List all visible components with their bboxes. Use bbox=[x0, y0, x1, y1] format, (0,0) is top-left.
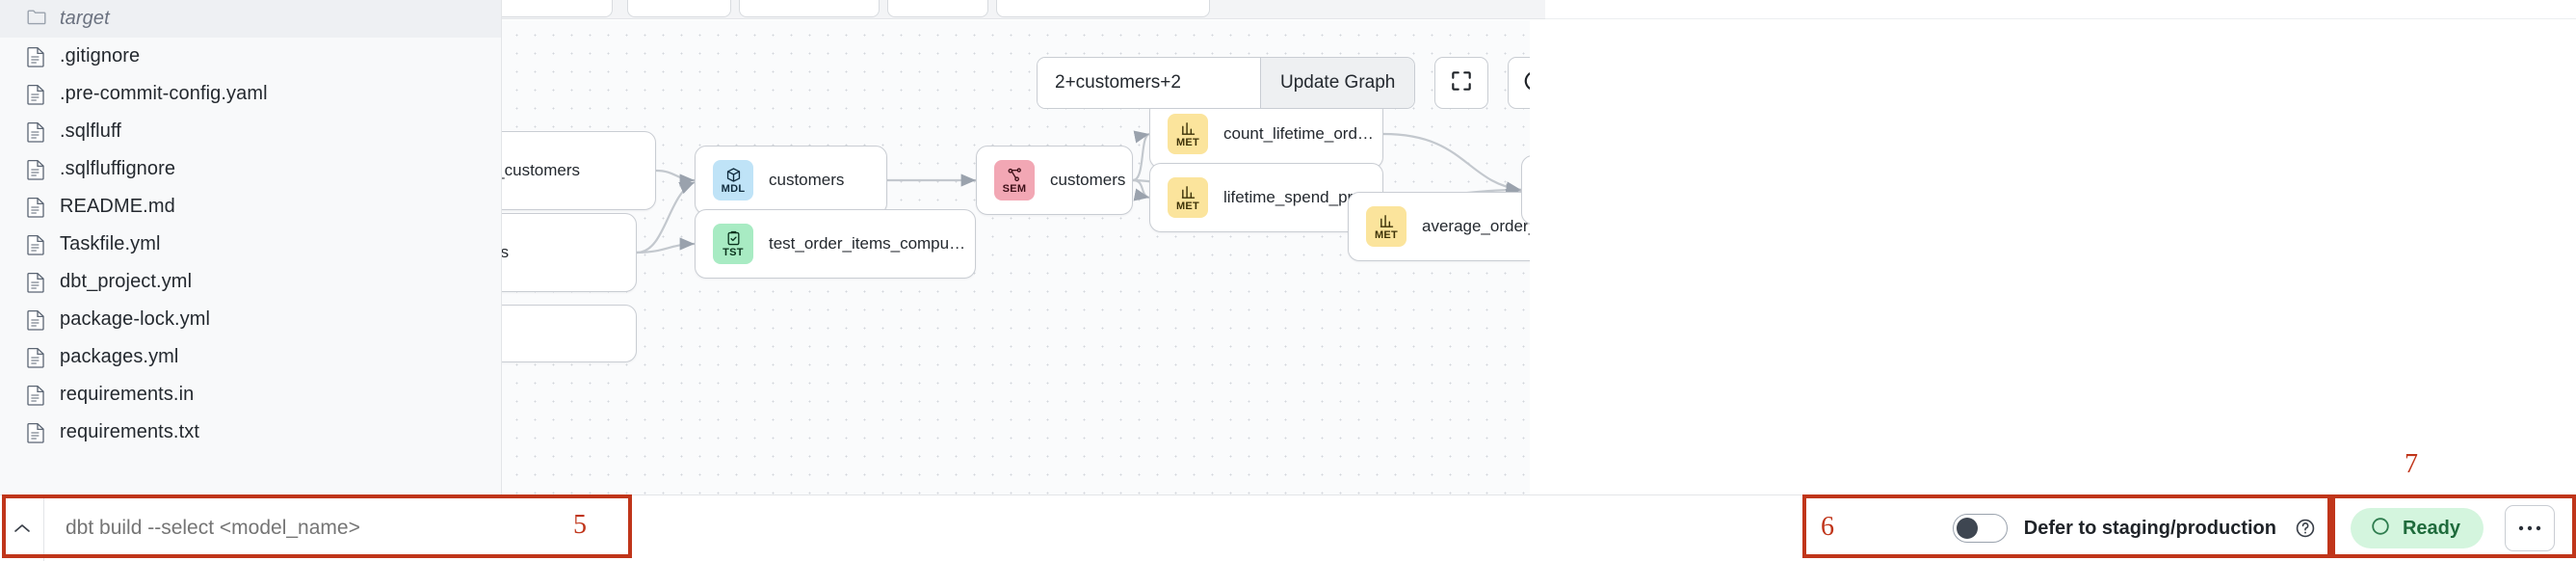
node-kind-label: MET bbox=[1175, 200, 1200, 212]
file-icon bbox=[27, 272, 46, 293]
editor-tab[interactable] bbox=[502, 0, 613, 17]
file-row[interactable]: README.md bbox=[0, 188, 501, 226]
graph-node-label: count_lifetime_orders bbox=[1223, 124, 1377, 143]
graph-node[interactable]: TST test_order_items_compute_to_bools… bbox=[695, 209, 976, 279]
file-label: requirements.in bbox=[60, 384, 195, 405]
graph-node[interactable]: MET average_order_value bbox=[1348, 192, 1530, 261]
graph-node[interactable]: MET count_lifetime_orders bbox=[1149, 99, 1383, 169]
editor-tab[interactable] bbox=[887, 0, 988, 17]
file-label: dbt_project.yml bbox=[60, 271, 193, 292]
graph-node[interactable]: tg_customers bbox=[502, 131, 656, 210]
toggle-knob bbox=[1956, 518, 1978, 539]
editor-tab[interactable] bbox=[996, 0, 1210, 17]
graph-node[interactable]: orders bbox=[502, 213, 637, 292]
graph-node[interactable]: SEM customers bbox=[976, 146, 1133, 215]
folder-icon bbox=[27, 9, 46, 30]
defer-toggle-group: Defer to staging/production bbox=[1952, 514, 2329, 543]
fit-to-screen-button[interactable] bbox=[1434, 57, 1489, 109]
file-icon bbox=[27, 159, 46, 180]
file-label: README.md bbox=[60, 196, 175, 217]
node-kind-label: SEM bbox=[1002, 182, 1027, 195]
file-icon bbox=[27, 234, 46, 255]
graph-node[interactable]: MDL customers bbox=[695, 146, 887, 215]
node-kind-label: MET bbox=[1374, 228, 1399, 241]
bar-chart-icon: MET bbox=[1168, 114, 1208, 154]
node-kind-label: MET bbox=[1175, 136, 1200, 148]
status-badge[interactable]: Ready bbox=[2350, 508, 2484, 548]
file-label: .sqlfluffignore bbox=[60, 158, 176, 179]
file-icon bbox=[27, 46, 46, 67]
bar-chart-icon: MET bbox=[1366, 206, 1406, 247]
refresh-icon bbox=[1522, 68, 1530, 98]
file-row[interactable]: target bbox=[0, 0, 501, 38]
refresh-graph-button[interactable] bbox=[1508, 57, 1530, 109]
file-icon bbox=[27, 121, 46, 143]
file-row[interactable]: .sqlfluffignore bbox=[0, 150, 501, 188]
right-panel-header bbox=[1545, 0, 2576, 19]
graph-selector-group: Update Graph bbox=[1037, 57, 1416, 109]
file-row[interactable]: .sqlfluff bbox=[0, 113, 501, 150]
file-label: .pre-commit-config.yaml bbox=[60, 83, 268, 104]
file-icon bbox=[27, 347, 46, 368]
graph-node[interactable]: QRYcustomer_order_metrics bbox=[1521, 155, 1530, 225]
chevron-up-icon[interactable] bbox=[0, 495, 44, 561]
file-label: Taskfile.yml bbox=[60, 233, 161, 254]
more-horizontal-icon[interactable] bbox=[2505, 505, 2555, 551]
file-label: package-lock.yml bbox=[60, 308, 211, 330]
fit-to-screen-icon bbox=[1449, 68, 1474, 98]
command-input[interactable] bbox=[44, 495, 601, 561]
graph-node-label: average_order_value bbox=[1422, 217, 1530, 235]
update-graph-button[interactable]: Update Graph bbox=[1260, 58, 1415, 108]
file-row[interactable]: dbt_project.yml bbox=[0, 263, 501, 301]
file-row[interactable]: .pre-commit-config.yaml bbox=[0, 75, 501, 113]
file-label: packages.yml bbox=[60, 346, 179, 367]
graph-node-label: test_order_items_compute_to_bools… bbox=[769, 234, 969, 253]
cube-icon: MDL bbox=[713, 160, 753, 200]
file-explorer: target .gitignore .pre-commit-config.yam… bbox=[0, 0, 502, 494]
bar-chart-icon: MET bbox=[1168, 177, 1208, 218]
file-icon bbox=[27, 422, 46, 443]
status-label: Ready bbox=[2402, 517, 2460, 539]
clipboard-check-icon: TST bbox=[713, 224, 753, 264]
semantic-node-icon: SEM bbox=[994, 160, 1035, 200]
defer-label: Defer to staging/production bbox=[2023, 517, 2276, 539]
file-label: requirements.txt bbox=[60, 421, 199, 442]
file-icon bbox=[27, 309, 46, 331]
file-row[interactable]: .gitignore bbox=[0, 38, 501, 75]
canvas-right-blank bbox=[1530, 20, 2576, 494]
file-row[interactable]: Taskfile.yml bbox=[0, 226, 501, 263]
editor-tab[interactable] bbox=[627, 0, 731, 17]
graph-node-label: customers bbox=[769, 171, 845, 189]
graph-node-label: orders bbox=[502, 243, 509, 262]
graph-selector-input[interactable] bbox=[1038, 58, 1260, 108]
file-icon bbox=[27, 385, 46, 406]
node-kind-label: TST bbox=[723, 246, 744, 258]
file-label: .sqlfluff bbox=[60, 120, 121, 142]
bottom-status-bar: Defer to staging/production Ready bbox=[0, 494, 2576, 561]
file-icon bbox=[27, 84, 46, 105]
editor-tab-strip bbox=[502, 0, 1545, 19]
file-list: target .gitignore .pre-commit-config.yam… bbox=[0, 0, 501, 451]
node-kind-label: MDL bbox=[721, 182, 746, 195]
file-row[interactable]: requirements.txt bbox=[0, 414, 501, 451]
file-icon bbox=[27, 197, 46, 218]
file-label: .gitignore bbox=[60, 45, 141, 67]
graph-node[interactable] bbox=[502, 305, 637, 362]
file-label: target bbox=[60, 8, 110, 29]
file-row[interactable]: requirements.in bbox=[0, 376, 501, 414]
file-row[interactable]: package-lock.yml bbox=[0, 301, 501, 338]
graph-node-label: tg_customers bbox=[502, 161, 581, 179]
help-circle-icon[interactable] bbox=[2295, 518, 2316, 539]
status-circle-icon bbox=[2370, 516, 2391, 542]
editor-tab[interactable] bbox=[739, 0, 880, 17]
defer-toggle[interactable] bbox=[1952, 514, 2008, 543]
graph-node-label: customers bbox=[1050, 171, 1126, 189]
file-row[interactable]: packages.yml bbox=[0, 338, 501, 376]
graph-toolbar: Update Graph bbox=[1037, 57, 1530, 109]
